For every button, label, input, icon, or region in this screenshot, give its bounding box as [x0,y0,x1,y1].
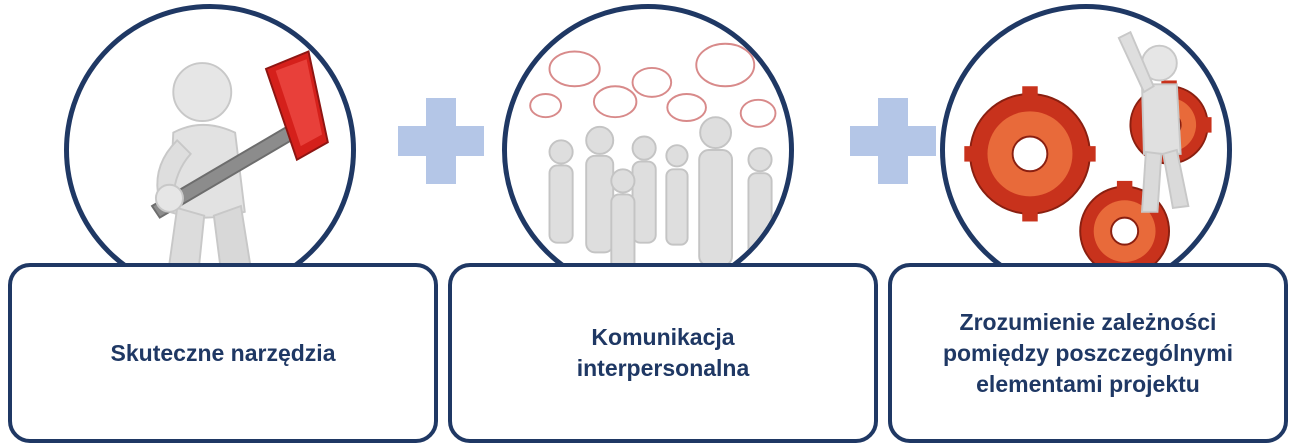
illustration-circle-communication [502,4,794,296]
step-label-dependencies: Zrozumienie zależności pomiędzy poszczeg… [942,308,1234,397]
figure-with-hammer-icon [150,50,329,291]
plus-icon [850,98,936,184]
step-box-communication: Komunikacja interpersonalna [448,263,878,443]
figure-on-gears-icon [964,30,1212,282]
step-box-dependencies: Zrozumienie zależności pomiędzy poszczeg… [888,263,1288,443]
plus-icon [398,98,484,184]
step-label-communication: Komunikacja interpersonalna [576,324,750,381]
step-box-tools: Skuteczne narzędzia [8,263,438,443]
step-label-tools: Skuteczne narzędzia [110,339,336,366]
illustration-circle-tools [64,4,356,296]
crowd-with-speech-bubbles-icon [529,42,777,273]
illustration-circle-gears [940,4,1232,296]
